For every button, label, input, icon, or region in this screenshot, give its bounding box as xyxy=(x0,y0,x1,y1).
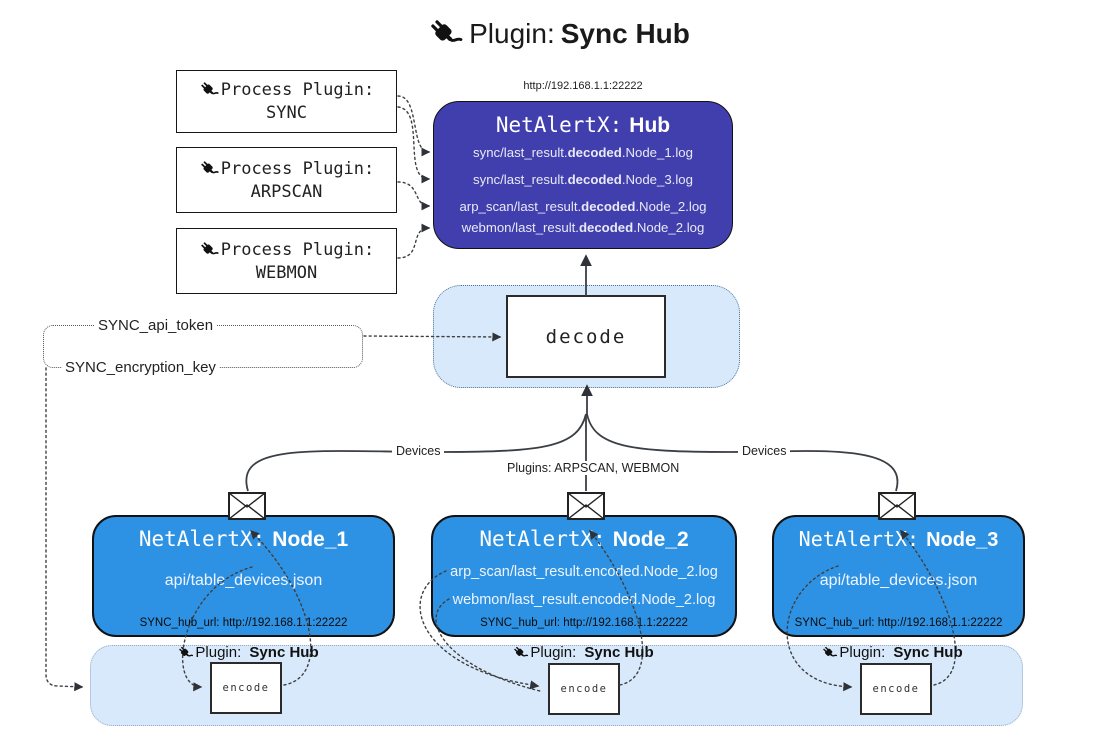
plugin-sync-hub-label: Plugin: Sync Hub xyxy=(177,644,319,661)
envelope-icon xyxy=(567,492,605,520)
sync-api-token-label: SYNC_api_token xyxy=(95,317,217,334)
node-file-line: api/table_devices.json xyxy=(164,572,323,589)
hub-title-name: Hub xyxy=(629,114,671,137)
plug-icon xyxy=(199,240,219,260)
hub-file-line: sync/last_result.decoded.Node_3.log xyxy=(473,172,693,187)
netalertx-node-3-box: NetAlertX:Node_3 api/table_devices.json … xyxy=(772,515,1025,637)
plugin-sync-hub-label: Plugin: Sync Hub xyxy=(821,644,963,661)
plug-icon xyxy=(512,645,528,661)
hub-file-line: webmon/last_result.decoded.Node_2.log xyxy=(461,220,705,235)
hub-title-prefix: NetAlertX: xyxy=(495,113,623,137)
process-plugin-name: ARPSCAN xyxy=(250,181,323,202)
process-plugin-webmon: Process Plugin: WEBMON xyxy=(176,228,397,294)
envelope-icon xyxy=(228,492,266,520)
netalertx-node-1-box: NetAlertX:Node_1 api/table_devices.json … xyxy=(92,515,395,637)
process-plugin-name: SYNC xyxy=(266,103,307,123)
netalertx-hub-box: NetAlertX: Hub sync/last_result.decoded.N… xyxy=(433,101,733,249)
process-plugin-label: Process Plugin: xyxy=(220,239,375,260)
encode-step: encode xyxy=(860,663,932,715)
process-plugin-label: Process Plugin: xyxy=(220,80,375,100)
hub-url-label: http://192.168.1.1:22222 xyxy=(523,80,643,92)
node-title: NetAlertX:Node_3 xyxy=(798,527,999,551)
plug-icon xyxy=(177,645,193,661)
devices-left-label: Devices xyxy=(392,444,445,458)
plugin-sync-hub-label: Plugin: Sync Hub xyxy=(512,644,654,661)
plug-icon xyxy=(199,159,219,179)
diagram-title-prefix: Plugin: xyxy=(469,18,555,49)
hub-file-line: sync/last_result.decoded.Node_1.log xyxy=(473,145,693,160)
node-file-line: api/table_devices.json xyxy=(819,572,978,589)
node-title: NetAlertX:Node_1 xyxy=(138,527,349,551)
plug-icon xyxy=(821,645,837,661)
plugins-center-label: Plugins: ARPSCAN, WEBMON xyxy=(503,461,684,475)
diagram-title: Plugin: Sync Hub xyxy=(0,16,1117,52)
hub-file-line: arp_scan/last_result.decoded.Node_2.log xyxy=(459,199,707,214)
sync-encryption-key-label: SYNC_encryption_key xyxy=(62,359,219,376)
process-plugin-arpscan: Process Plugin: ARPSCAN xyxy=(176,147,397,213)
diagram-title-name: Sync Hub xyxy=(560,18,690,49)
encode-step: encode xyxy=(548,663,620,715)
devices-right-label: Devices xyxy=(738,444,791,458)
hub-title: NetAlertX: Hub xyxy=(434,113,732,138)
node-file-line: arp_scan/last_result.encoded.Node_2.log xyxy=(450,564,718,580)
envelope-icon xyxy=(878,492,916,520)
node-title: NetAlertX:Node_2 xyxy=(479,527,689,551)
node-file-line: webmon/last_result.encoded.Node_2.log xyxy=(452,592,716,608)
node-hub-url: SYNC_hub_url: http://192.168.1.1:22222 xyxy=(794,617,1003,629)
plug-icon xyxy=(427,16,463,52)
process-plugin-name: WEBMON xyxy=(255,262,318,283)
node-hub-url: SYNC_hub_url: http://192.168.1.1:22222 xyxy=(139,617,348,629)
process-plugin-sync: Process Plugin: SYNC xyxy=(176,70,397,133)
netalertx-node-2-box: NetAlertX:Node_2 arp_scan/last_result.en… xyxy=(431,515,737,637)
decode-step: decode xyxy=(506,295,666,378)
process-plugin-label: Process Plugin: xyxy=(220,158,375,179)
encode-step: encode xyxy=(210,662,282,714)
plug-icon xyxy=(199,80,219,100)
node-hub-url: SYNC_hub_url: http://192.168.1.1:22222 xyxy=(480,617,688,629)
